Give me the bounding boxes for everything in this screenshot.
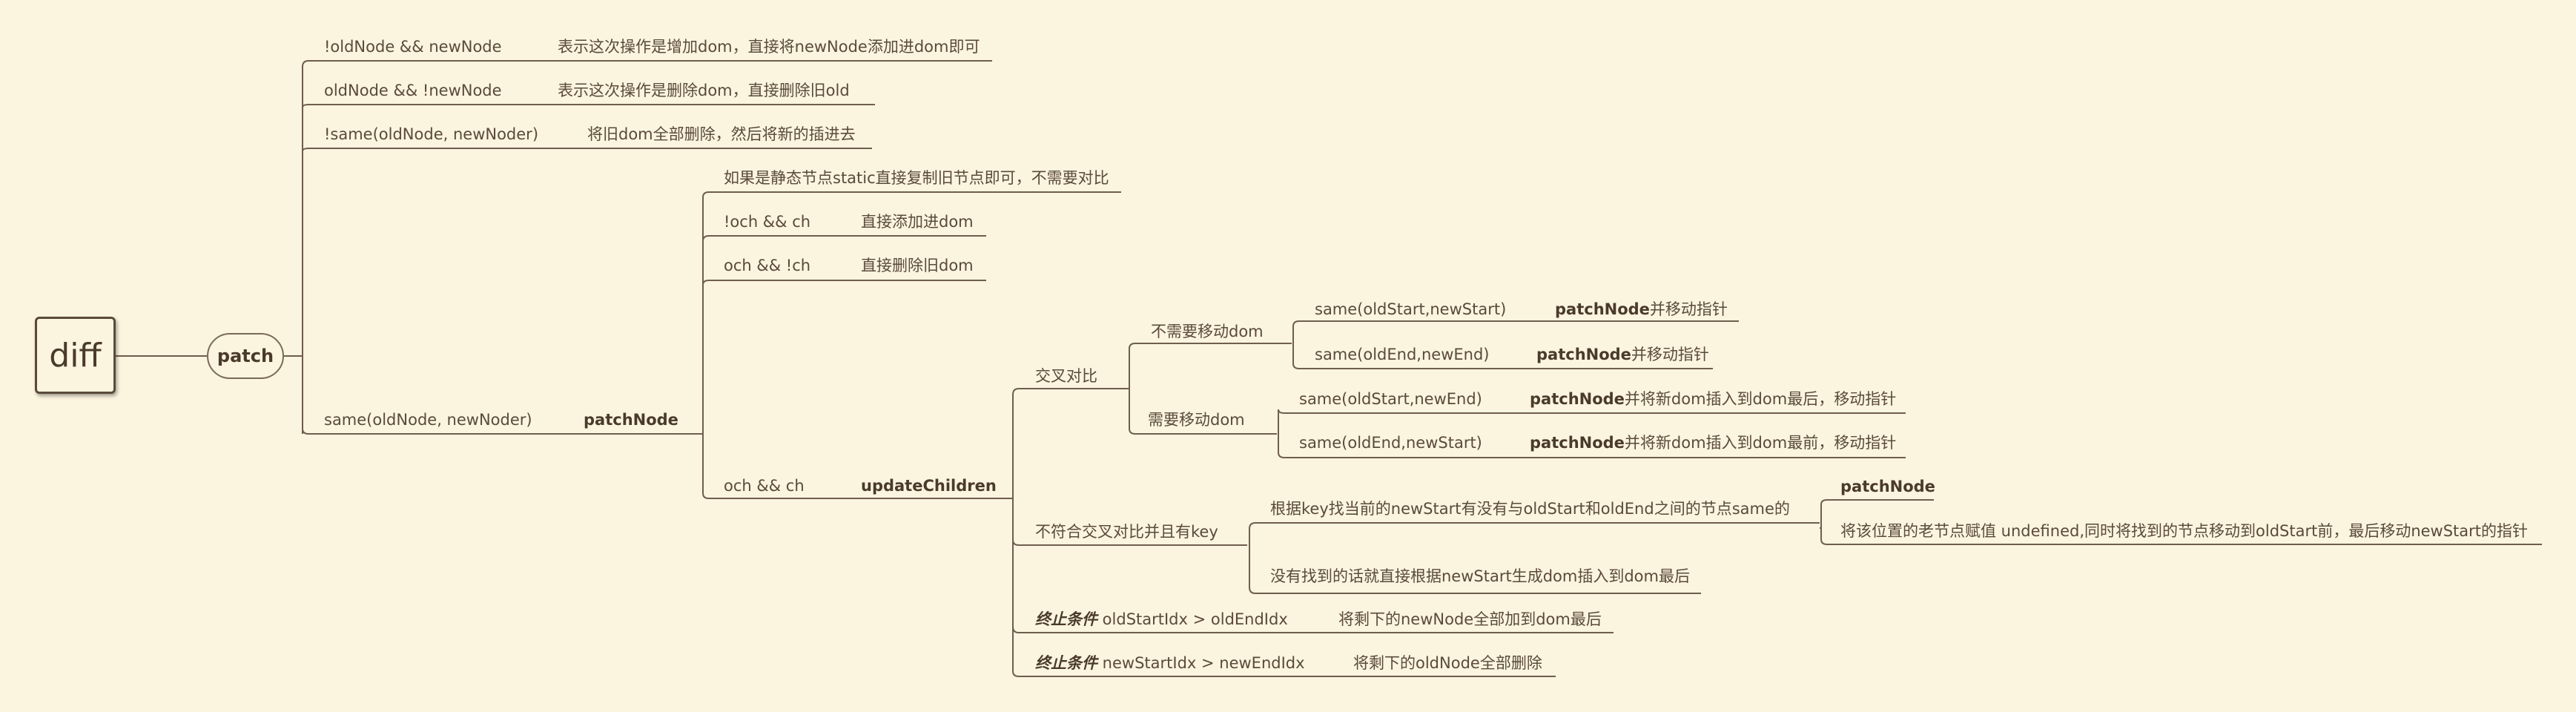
pn-static: 如果是静态节点static直接复制旧节点即可，不需要对比 bbox=[724, 169, 1109, 187]
uc-m1-bold: patchNode bbox=[1555, 300, 1650, 318]
uc-e1-cond: oldStartIdx > oldEndIdx bbox=[1097, 610, 1288, 628]
uc-notfound: 没有找到的话就直接根据newStart生成dom插入到dom最后 bbox=[1270, 567, 1690, 585]
pn-c1-cond: !och && ch bbox=[724, 213, 811, 231]
edge-b1 bbox=[302, 60, 992, 67]
edge-key bbox=[1012, 539, 1247, 546]
pn-c2-cond: och && !ch bbox=[724, 257, 811, 274]
b3-cond: !same(oldNode, newNoder) bbox=[324, 125, 539, 143]
pn-c3-cond: och && ch bbox=[724, 477, 805, 495]
edge-cross bbox=[1012, 388, 1127, 395]
uc-e2-desc: 将剩下的oldNode全部删除 bbox=[1353, 654, 1542, 672]
uc-m4-cond: same(oldEnd,newStart) bbox=[1299, 434, 1482, 452]
uc-found2: 将该位置的老节点赋值 undefined,同时将找到的节点移动到oldStart… bbox=[1840, 522, 2529, 540]
uc-m2-bold: patchNode bbox=[1536, 346, 1631, 363]
edge-b3 bbox=[302, 148, 872, 152]
uc-e2: 终止条件 newStartIdx > newEndIdx bbox=[1035, 653, 1305, 673]
pn-c3-action: updateChildren bbox=[861, 477, 997, 495]
uc-m1-rest: 并移动指针 bbox=[1649, 300, 1728, 318]
uc-m3-rest: 并将新dom插入到dom最后，移动指针 bbox=[1624, 390, 1897, 408]
b4-action: patchNode bbox=[584, 411, 678, 429]
edge-move bbox=[1129, 428, 1277, 435]
edge-e2 bbox=[1012, 670, 1556, 677]
uc-key: 不符合交叉对比并且有key bbox=[1035, 523, 1218, 541]
edge-b2 bbox=[302, 104, 875, 108]
uc-m4-rest: 并将新dom插入到dom最前，移动指针 bbox=[1624, 434, 1897, 452]
pn-c1-desc: 直接添加进dom bbox=[861, 213, 974, 231]
edge-b4 bbox=[302, 428, 684, 435]
b2-cond: oldNode && !newNode bbox=[324, 82, 502, 99]
edge-e1 bbox=[1012, 626, 1614, 633]
edge-c3 bbox=[702, 492, 994, 499]
uc-m1-result: patchNode并移动指针 bbox=[1555, 300, 1728, 319]
b1-cond: !oldNode && newNode bbox=[324, 38, 502, 56]
uc-e1-label: 终止条件 bbox=[1035, 610, 1097, 628]
uc-move: 需要移动dom bbox=[1148, 411, 1245, 429]
uc-e1: 终止条件 oldStartIdx > oldEndIdx bbox=[1035, 610, 1288, 629]
uc-m2-rest: 并移动指针 bbox=[1631, 346, 1709, 363]
b4-cond: same(oldNode, newNoder) bbox=[324, 411, 532, 429]
uc-m3-bold: patchNode bbox=[1530, 390, 1625, 408]
uc-m3-cond: same(oldStart,newEnd) bbox=[1299, 390, 1482, 408]
edge-notfound bbox=[1249, 587, 1701, 594]
edge-m2 bbox=[1292, 363, 1713, 369]
uc-nomove: 不需要移动dom bbox=[1151, 323, 1264, 340]
edge-find bbox=[1249, 522, 1820, 530]
b3-desc: 将旧dom全部删除，然后将新的插进去 bbox=[587, 125, 856, 143]
uc-e2-label: 终止条件 bbox=[1035, 654, 1097, 672]
uc-m3-result: patchNode并将新dom插入到dom最后，移动指针 bbox=[1530, 389, 1896, 409]
edge-c1 bbox=[702, 235, 986, 242]
b2-desc: 表示这次操作是删除dom，直接删除旧old bbox=[558, 82, 850, 99]
root-node: diff bbox=[35, 317, 116, 394]
edge-m4 bbox=[1278, 452, 1906, 458]
uc-m1-cond: same(oldStart,newStart) bbox=[1315, 300, 1507, 318]
patch-node: patch bbox=[207, 333, 284, 379]
uc-m2-cond: same(oldEnd,newEnd) bbox=[1315, 346, 1490, 363]
edge-m3 bbox=[1278, 409, 1906, 414]
uc-find: 根据key找当前的newStart有没有与oldStart和oldEnd之间的节… bbox=[1270, 500, 1790, 518]
edge-found2 bbox=[1820, 538, 2542, 545]
uc-found: patchNode bbox=[1840, 478, 1935, 495]
edge-static bbox=[702, 191, 1121, 198]
edge-found bbox=[1820, 499, 1934, 505]
edge-m1 bbox=[1292, 320, 1739, 327]
uc-e1-desc: 将剩下的newNode全部加到dom最后 bbox=[1338, 610, 1602, 628]
uc-e2-cond: newStartIdx > newEndIdx bbox=[1097, 654, 1305, 672]
uc-m4-result: patchNode并将新dom插入到dom最前，移动指针 bbox=[1530, 433, 1896, 452]
uc-m2-result: patchNode并移动指针 bbox=[1536, 345, 1709, 364]
uc-cross: 交叉对比 bbox=[1035, 367, 1097, 385]
edge-nomove bbox=[1129, 343, 1292, 349]
edge-c2 bbox=[702, 280, 986, 286]
pn-c2-desc: 直接删除旧dom bbox=[861, 257, 974, 274]
b1-desc: 表示这次操作是增加dom，直接将newNode添加进dom即可 bbox=[558, 38, 980, 56]
uc-m4-bold: patchNode bbox=[1530, 434, 1625, 452]
